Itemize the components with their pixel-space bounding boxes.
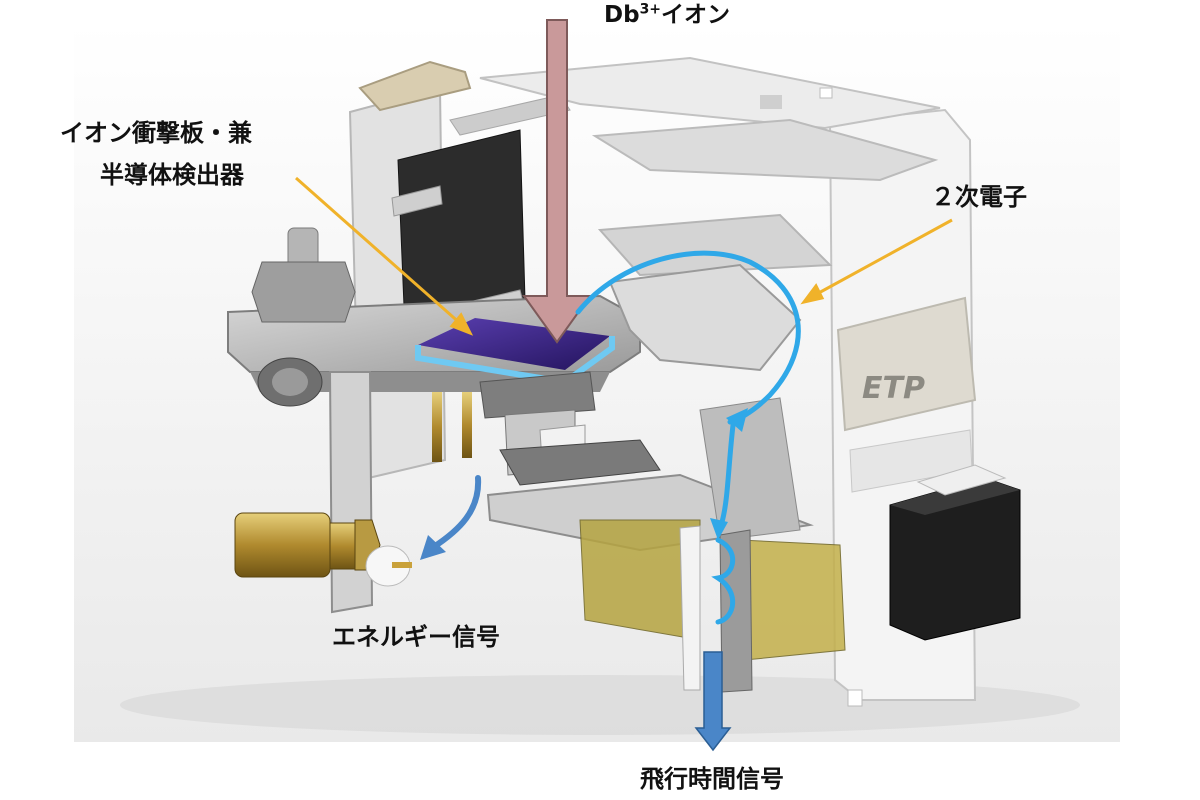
floor-shadow <box>120 675 1080 735</box>
detector-label-line1: イオン衝撃板・兼 <box>60 119 252 147</box>
connector-pins <box>432 392 472 462</box>
ion-beam-element: Db <box>604 2 640 28</box>
electron-path-multiplier <box>711 537 736 625</box>
detector-pointer <box>295 176 463 327</box>
black-component <box>889 464 1021 641</box>
energy-signal-arrowhead <box>420 535 446 560</box>
ion-beam-suffix: イオン <box>661 2 731 28</box>
mounting-nut <box>251 227 356 407</box>
tof-signal-arrow <box>694 651 732 752</box>
pointer-lines <box>295 176 953 336</box>
sma-connector <box>234 512 412 587</box>
energy-signal-arrow <box>429 475 482 551</box>
electron-arrowhead-2 <box>710 518 728 540</box>
electron-path-down <box>719 422 736 525</box>
electron-arrowhead-1 <box>726 408 748 432</box>
tof-signal-label: 飛行時間信号 <box>640 765 784 793</box>
top-plates <box>479 56 941 277</box>
ion-charge: 3+ <box>639 1 662 18</box>
electron-guide <box>608 263 802 693</box>
energy-signal-label: エネルギー信号 <box>332 623 500 651</box>
secondary-electrons-label: ２次電子 <box>931 183 1027 211</box>
ion-beam-label: Db3+イオン <box>604 0 730 30</box>
detector-label-line2: 半導体検出器 <box>100 161 244 189</box>
electronics-block <box>579 519 846 661</box>
etp-logo: ETP <box>862 371 925 406</box>
secondary-electron-path <box>575 250 801 625</box>
electron-path-arc <box>575 250 801 425</box>
ion-beam-arrow <box>522 19 592 344</box>
electron-pointer <box>814 218 953 297</box>
